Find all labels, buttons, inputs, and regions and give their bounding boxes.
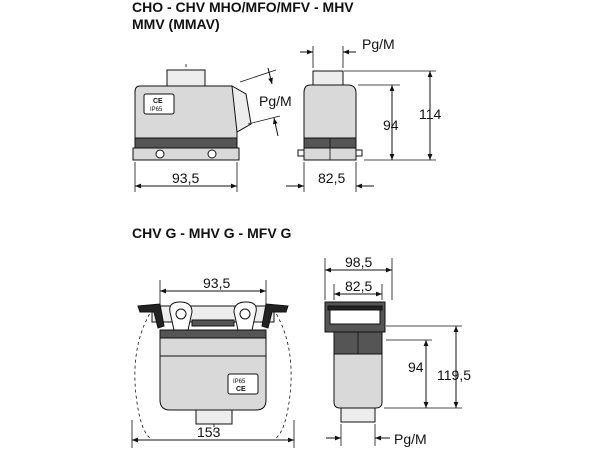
locking-lever-right: [261, 303, 289, 329]
body-upper-band: [159, 337, 267, 357]
ce-mark: CE: [153, 98, 163, 105]
side-gland-stub: [312, 70, 344, 86]
dim-top-heights: 94 114: [344, 70, 442, 161]
side-bottom-gland: [340, 407, 376, 423]
base-plate: [132, 147, 240, 161]
title-top-line1: CHO - CHV MHO/MFO/MFV - MHV: [132, 0, 354, 15]
side-body-bottom: [333, 353, 383, 409]
dim-label-93-5-top: 93,5: [172, 170, 199, 186]
base-ribs: [134, 137, 238, 149]
top-front-view: CE IP65: [132, 64, 252, 161]
dim-top-pg-side: Pg/M: [239, 67, 292, 137]
dim-label-93-5-bottom: 93,5: [203, 275, 230, 291]
dim-bottom-pg: Pg/M: [326, 424, 427, 447]
dim-bottom-inner-width: 82,5: [333, 278, 383, 300]
ip-rating: IP65: [150, 107, 163, 113]
side-pin-left: [297, 149, 305, 157]
coupling-pin-right: [239, 308, 251, 320]
dim-label-94-bottom: 94: [408, 359, 424, 375]
side-lever-window: [329, 309, 381, 325]
dim-label-pg-side: Pg/M: [259, 93, 292, 109]
bottom-side-view: [324, 301, 386, 423]
dim-label-153: 153: [197, 424, 221, 440]
body-ribs: [159, 329, 267, 339]
center-bar: [191, 319, 235, 327]
ip-rating-rotated: IP65: [233, 379, 246, 385]
bottom-gland-stub: [195, 409, 233, 425]
title-top-line2: MMV (MMAV): [132, 16, 220, 32]
dim-bottom-front-top-width: 93,5: [159, 275, 267, 304]
label-plate: [143, 93, 175, 115]
label-plate-rotated: [227, 373, 259, 395]
screw-hole-left: [155, 149, 165, 159]
dim-bottom-heights: 94 119,5: [384, 325, 471, 409]
dim-top-front-width: 93,5: [134, 162, 238, 192]
screw-hole-right: [207, 149, 217, 159]
dim-label-pg-top: Pg/M: [362, 36, 395, 52]
side-pin-right: [355, 149, 363, 157]
dim-label-82-5-top: 82,5: [318, 170, 345, 186]
dim-label-82-5-bottom: 82,5: [345, 278, 372, 294]
dim-label-119-5: 119,5: [437, 367, 471, 383]
coupling-pin-left: [175, 308, 187, 320]
dim-label-98-5: 98,5: [345, 254, 372, 270]
locking-lever-left: [137, 303, 165, 329]
top-side-view: [297, 70, 363, 161]
cable-gland-stub: [166, 69, 206, 87]
ce-mark-rotated: CE: [236, 386, 246, 393]
hood-side-entry: [231, 85, 252, 133]
lever-swing-left: [134, 303, 157, 439]
dim-label-pg-bottom: Pg/M: [394, 431, 427, 447]
title-bottom: CHV G - MHV G - MFV G: [132, 225, 292, 241]
lever-swing-right: [269, 303, 292, 439]
hood-body-side: [303, 84, 357, 139]
dim-top-side-width: 82,5: [286, 162, 374, 192]
dim-bottom-outer-width: 98,5: [324, 254, 393, 300]
side-lever-top: [327, 305, 383, 311]
dim-top-pg-top: Pg/M: [300, 36, 395, 68]
dim-label-94-top: 94: [383, 117, 399, 133]
dim-bottom-lever-width: 153: [131, 420, 295, 448]
dim-label-114: 114: [419, 106, 442, 122]
bottom-front-view: IP65 CE: [134, 301, 292, 439]
